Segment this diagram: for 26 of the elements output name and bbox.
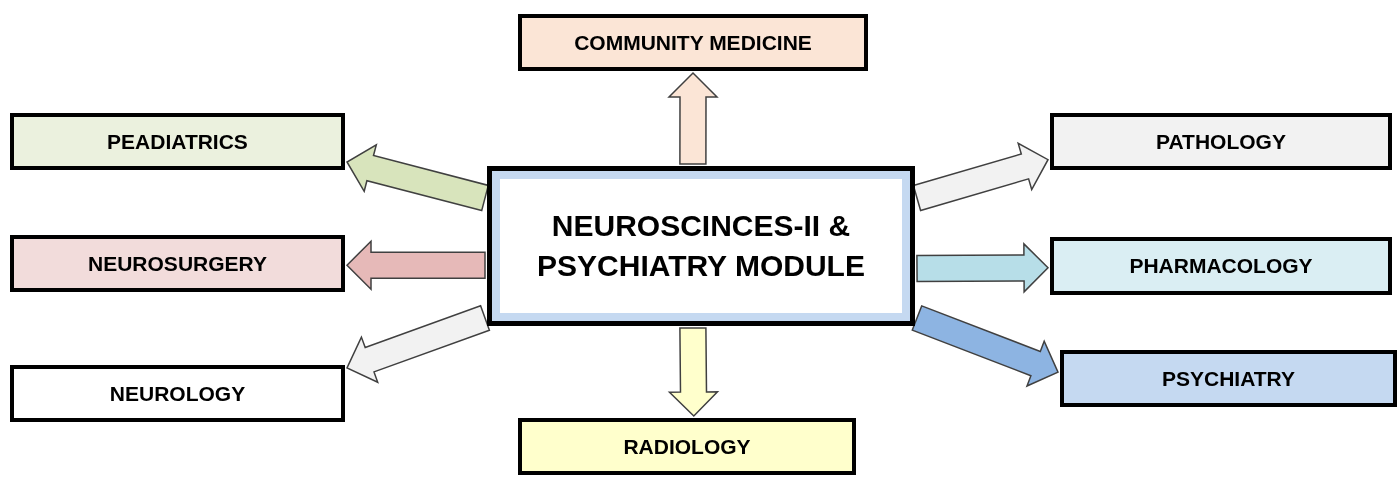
module-box xyxy=(487,166,915,326)
subject-box xyxy=(10,113,345,170)
box-label: PATHOLOGY xyxy=(1156,129,1286,154)
box-label: PSYCHIATRY xyxy=(1162,366,1295,391)
block-arrow xyxy=(346,304,491,384)
box-label: NEUROSURGERY xyxy=(88,251,267,276)
box-label: NEUROLOGY xyxy=(109,381,246,406)
box-label: PEADIATRICS xyxy=(107,129,248,154)
box-label: PHARMACOLOGY xyxy=(1129,254,1313,278)
block-arrow xyxy=(667,327,720,418)
subject-box xyxy=(1060,350,1397,407)
block-arrow xyxy=(912,141,1049,212)
subject-box xyxy=(1050,237,1392,295)
subject-box xyxy=(1050,113,1392,170)
subject-box xyxy=(518,14,868,71)
subject-box xyxy=(10,365,345,422)
block-arrow xyxy=(911,304,1059,388)
block-arrow xyxy=(916,242,1050,294)
block-arrow xyxy=(345,239,486,291)
block-arrow xyxy=(345,143,490,212)
subject-box xyxy=(10,235,345,292)
subject-box xyxy=(518,418,856,475)
box-label: RADIOLOGY xyxy=(623,434,751,459)
box-label: NEUROSCINCES-II & PSYCHIATRY MODULE xyxy=(536,207,866,284)
block-arrow xyxy=(667,71,719,165)
box-label: COMMUNITY MEDICINE xyxy=(574,30,812,55)
